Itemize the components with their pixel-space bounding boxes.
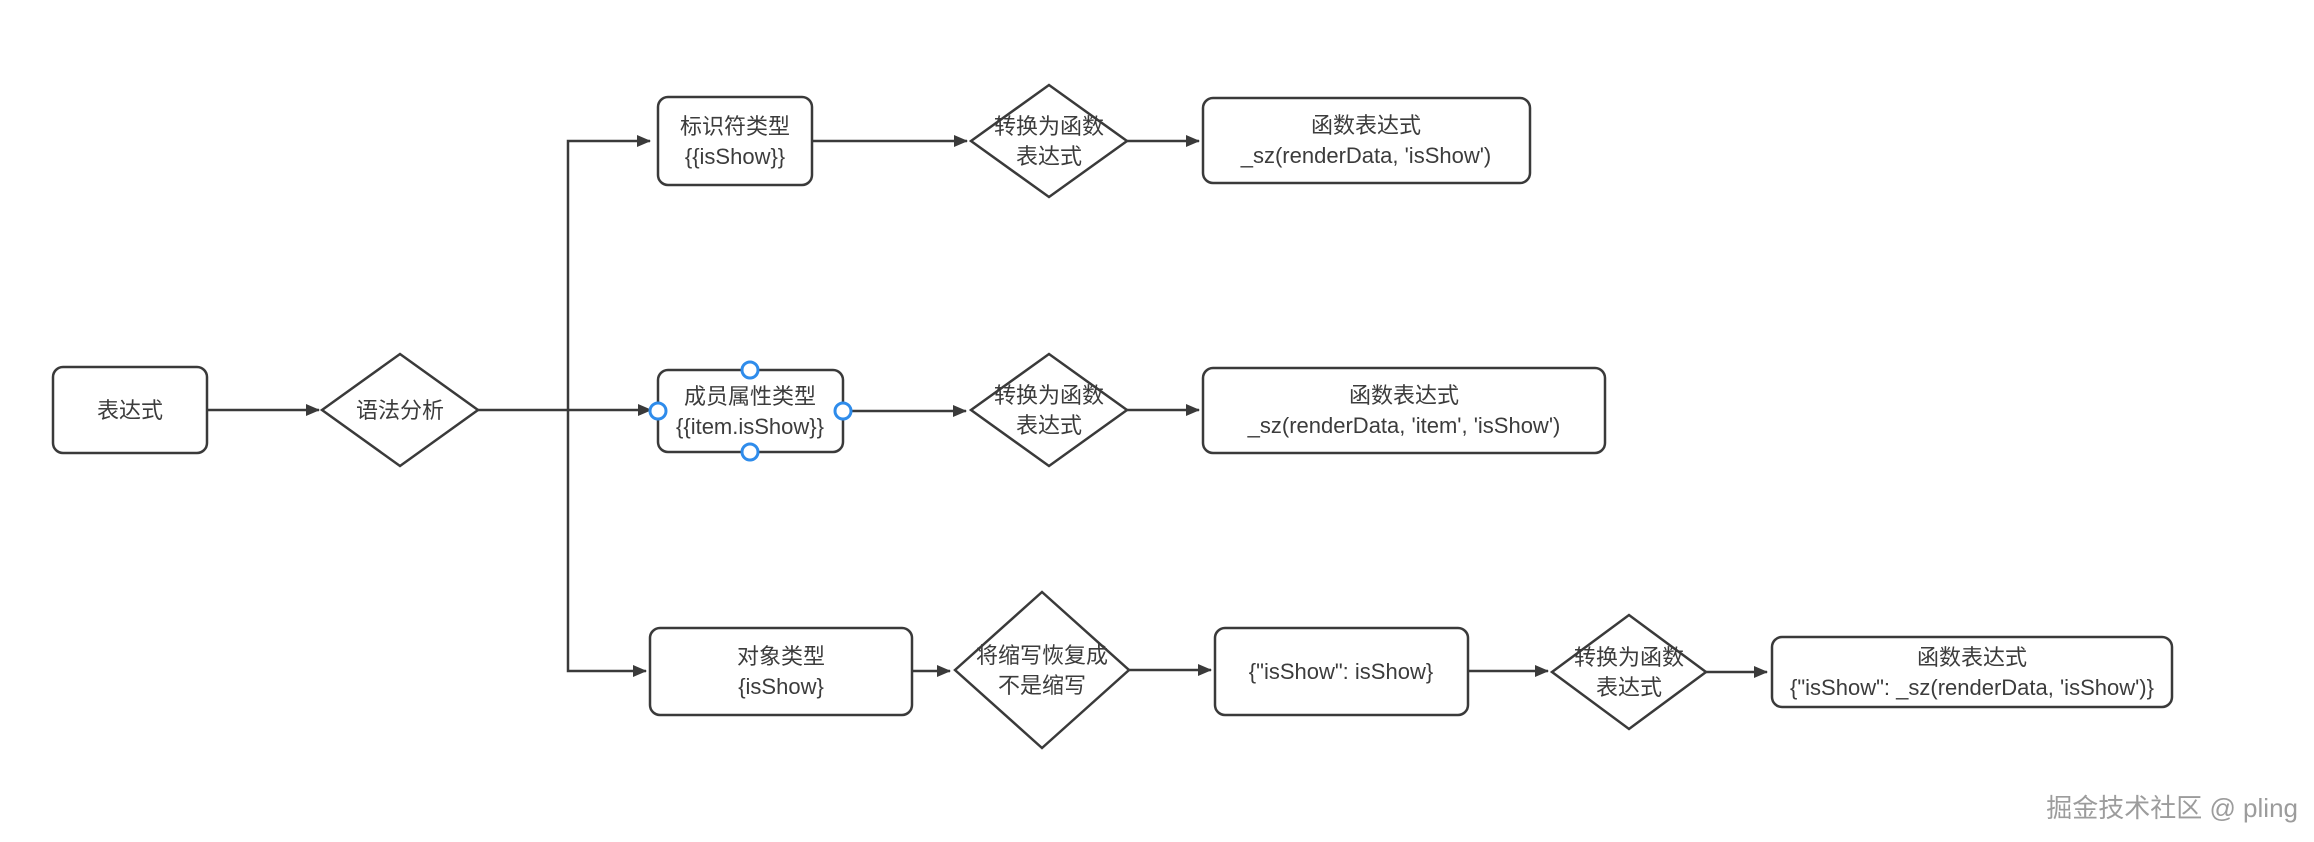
- node-function-expression-2-shape[interactable]: [1201, 366, 1607, 455]
- node-function-expression-3[interactable]: 函数表达式 {"isShow": _sz(renderData, 'isShow…: [1770, 635, 2174, 709]
- node-function-expression-1-shape[interactable]: [1201, 96, 1532, 185]
- node-restore-shorthand-label-line2: 不是缩写: [998, 673, 1086, 698]
- node-function-expression-2-label-line1: 函数表达式: [1349, 383, 1459, 408]
- selection-handle-right[interactable]: [833, 401, 853, 421]
- node-start[interactable]: 表达式: [51, 365, 209, 455]
- node-restore-shorthand-shape[interactable]: [953, 590, 1131, 750]
- node-restore-shorthand-label-line1: 将缩写恢复成: [976, 643, 1108, 668]
- node-convert-to-function-1[interactable]: 转换为函数 表达式: [968, 83, 1130, 199]
- node-function-expression-1-label-line1: 函数表达式: [1311, 113, 1421, 138]
- node-convert-to-function-1-label-line2: 表达式: [1016, 144, 1082, 169]
- node-syntax-analysis[interactable]: 语法分析: [319, 352, 481, 468]
- node-syntax-analysis-label: 语法分析: [356, 398, 444, 423]
- node-object-type-label-line1: 对象类型: [737, 644, 825, 669]
- node-convert-to-function-2-shape[interactable]: [968, 352, 1130, 468]
- node-function-expression-3-shape[interactable]: [1770, 635, 2174, 709]
- node-member-property-type[interactable]: 成员属性类型 {{item.isShow}}: [648, 360, 853, 462]
- node-convert-to-function-3-shape[interactable]: [1549, 613, 1709, 731]
- node-identifier-type-label-line2: {{isShow}}: [685, 144, 785, 169]
- node-convert-to-function-3[interactable]: 转换为函数 表达式: [1549, 613, 1709, 731]
- node-convert-to-function-2-label-line1: 转换为函数: [994, 383, 1104, 408]
- watermark: 掘金技术社区 @ pling 掘金技术社区 @ pling: [2046, 793, 2300, 825]
- node-convert-to-function-2[interactable]: 转换为函数 表达式: [968, 352, 1130, 468]
- node-object-type[interactable]: 对象类型 {isShow}: [648, 626, 914, 717]
- connector-branch-to-identifier[interactable]: [566, 135, 651, 410]
- node-identifier-type-label-line1: 标识符类型: [680, 114, 790, 139]
- node-convert-to-function-3-label-line2: 表达式: [1596, 675, 1662, 700]
- node-object-expanded[interactable]: {"isShow": isShow}: [1213, 626, 1470, 717]
- node-object-expanded-label: {"isShow": isShow}: [1249, 659, 1433, 684]
- node-member-property-type-shape[interactable]: [656, 368, 845, 454]
- connectors: [207, 135, 1768, 678]
- node-convert-to-function-1-shape[interactable]: [968, 83, 1130, 199]
- connector-branch-to-object[interactable]: [566, 410, 647, 677]
- node-member-property-type-label-line1: 成员属性类型: [684, 384, 816, 409]
- node-function-expression-1[interactable]: 函数表达式 _sz(renderData, 'isShow'): [1201, 96, 1532, 185]
- node-function-expression-3-label-line1: 函数表达式: [1917, 645, 2027, 670]
- node-convert-to-function-2-label-line2: 表达式: [1016, 413, 1082, 438]
- selection-handle-left[interactable]: [648, 401, 668, 421]
- selection-handle-bottom[interactable]: [740, 442, 760, 462]
- node-member-property-type-label-line2: {{item.isShow}}: [676, 414, 824, 439]
- node-object-type-shape[interactable]: [648, 626, 914, 717]
- node-function-expression-2-label-line2: _sz(renderData, 'item', 'isShow'): [1247, 413, 1561, 438]
- node-convert-to-function-3-label-line1: 转换为函数: [1574, 645, 1684, 670]
- node-identifier-type[interactable]: 标识符类型 {{isShow}}: [656, 95, 814, 187]
- watermark-text-highlight: 掘金技术社区 @ pling: [2048, 795, 2300, 825]
- node-function-expression-2[interactable]: 函数表达式 _sz(renderData, 'item', 'isShow'): [1201, 366, 1607, 455]
- node-start-shape[interactable]: [51, 365, 209, 455]
- node-function-expression-3-label-line2: {"isShow": _sz(renderData, 'isShow')}: [1790, 675, 2154, 700]
- node-identifier-type-shape[interactable]: [656, 95, 814, 187]
- node-restore-shorthand[interactable]: 将缩写恢复成 不是缩写: [953, 590, 1131, 750]
- node-object-type-label-line2: {isShow}: [738, 674, 824, 699]
- selection-handle-top[interactable]: [740, 360, 760, 380]
- node-convert-to-function-1-label-line1: 转换为函数: [994, 114, 1104, 139]
- node-start-label: 表达式: [97, 398, 163, 423]
- node-object-expanded-shape[interactable]: [1213, 626, 1470, 717]
- watermark-text: 掘金技术社区 @ pling: [2046, 793, 2298, 823]
- node-syntax-analysis-shape[interactable]: [319, 352, 481, 468]
- node-function-expression-1-label-line2: _sz(renderData, 'isShow'): [1240, 143, 1492, 168]
